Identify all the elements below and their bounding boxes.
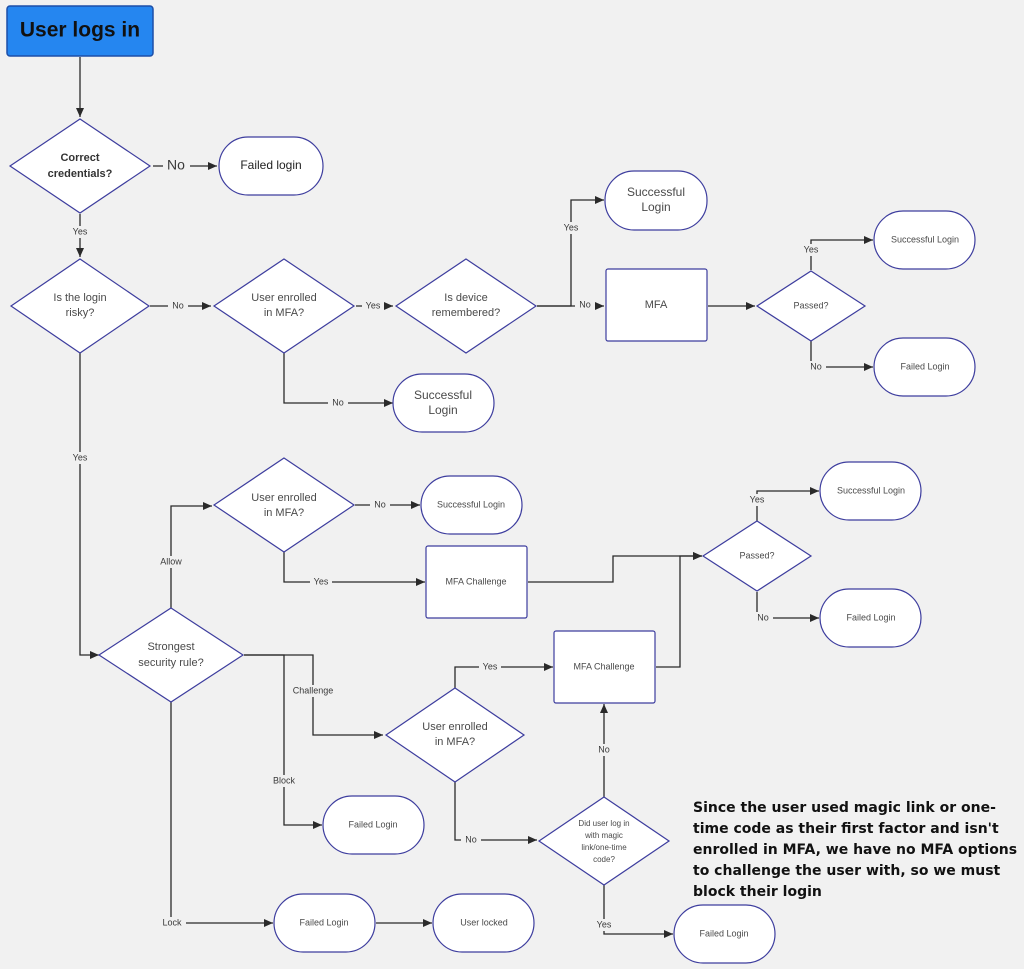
edge-label-yes: Yes	[73, 452, 88, 462]
edge-label-yes: Yes	[564, 222, 579, 232]
terminal-label: Successful Login	[837, 485, 905, 495]
edge-rule-allow	[170, 502, 212, 608]
edge-label-no: No	[465, 834, 477, 844]
process-mfa-challenge[interactable]: MFA Challenge	[425, 545, 528, 619]
edge-challenge1-to-passed	[528, 552, 702, 583]
explanatory-note: Since the user used magic link or one-ti…	[693, 800, 1018, 900]
edge-label-block: Block	[273, 775, 296, 785]
edge-passed2-yes	[756, 487, 819, 521]
edge-label-no: No	[374, 499, 386, 509]
terminal-label: Failed Login	[900, 361, 949, 371]
edge-label-no: No	[167, 157, 185, 173]
edge-label-no: No	[172, 300, 184, 310]
edge-label-no: No	[598, 744, 610, 754]
terminal-failed-login[interactable]: Failed Login	[673, 904, 776, 964]
node-start[interactable]: User logs in	[6, 5, 154, 57]
edge-label-no: No	[757, 612, 769, 622]
terminal-label: User locked	[460, 917, 508, 927]
edge-label-no: No	[332, 397, 344, 407]
edge-device-yes	[537, 196, 604, 307]
process-label: MFA Challenge	[573, 661, 634, 671]
terminal-failed-login[interactable]: Failed login	[218, 136, 324, 196]
decision-label: Passed?	[793, 300, 828, 310]
edge-rule-lock	[170, 702, 273, 927]
terminal-successful-login[interactable]: Successful Login	[420, 475, 523, 535]
terminal-label: Failed login	[240, 158, 301, 172]
edge-label-yes: Yes	[597, 919, 612, 929]
edge-label-yes: Yes	[314, 576, 329, 586]
process-label: MFA	[645, 299, 668, 311]
process-label: MFA Challenge	[445, 576, 506, 586]
terminal-user-locked[interactable]: User locked	[432, 893, 535, 953]
terminal-successful-login[interactable]: Successful Login	[819, 461, 922, 521]
edge-enrolled3-no	[454, 782, 537, 844]
terminal-label: Successful Login	[891, 234, 959, 244]
terminal-failed-login[interactable]: Failed Login	[322, 795, 425, 855]
terminal-label: Failed Login	[846, 612, 895, 622]
edge-challenge2-to-passed	[656, 552, 702, 668]
edge-labels: No Yes No Yes No No Yes No Yes Yes Allow…	[66, 156, 826, 931]
terminal-failed-login[interactable]: Failed Login	[273, 893, 376, 953]
edge-label-no: No	[579, 299, 591, 309]
process-mfa[interactable]: MFA	[605, 268, 708, 342]
decision-label: Passed?	[739, 550, 774, 560]
decision-passed[interactable]: Passed?	[755, 270, 867, 342]
edge-label-yes: Yes	[750, 494, 765, 504]
edge-enrolled3-yes	[454, 663, 553, 688]
terminal-successful-login[interactable]: Successful Login	[873, 210, 976, 270]
edge-label-lock: Lock	[162, 917, 182, 927]
terminal-label: Failed Login	[699, 928, 748, 938]
process-mfa-challenge[interactable]: MFA Challenge	[553, 630, 656, 704]
terminal-failed-login[interactable]: Failed Login	[873, 337, 976, 397]
edge-label-no: No	[810, 361, 822, 371]
edge-enrolled2-yes	[283, 552, 425, 586]
edge-label-yes: Yes	[483, 661, 498, 671]
edge-magic-yes	[603, 885, 673, 938]
edge-label-yes: Yes	[804, 244, 819, 254]
edge-enrolled1-no	[283, 353, 393, 407]
start-label: User logs in	[20, 19, 140, 42]
edge-label-challenge: Challenge	[293, 685, 334, 695]
terminal-failed-login[interactable]: Failed Login	[819, 588, 922, 648]
edge-rule-block	[244, 654, 322, 829]
decision-passed[interactable]: Passed?	[701, 520, 813, 592]
edge-passed1-yes	[810, 236, 873, 270]
terminal-label: Successful Login	[437, 499, 505, 509]
terminal-label: Failed Login	[299, 917, 348, 927]
edge-label-allow: Allow	[160, 556, 182, 566]
terminal-label: Failed Login	[348, 819, 397, 829]
edge-label-yes: Yes	[366, 300, 381, 310]
edge-label-yes: Yes	[73, 226, 88, 236]
edge-risky-yes	[79, 353, 99, 659]
